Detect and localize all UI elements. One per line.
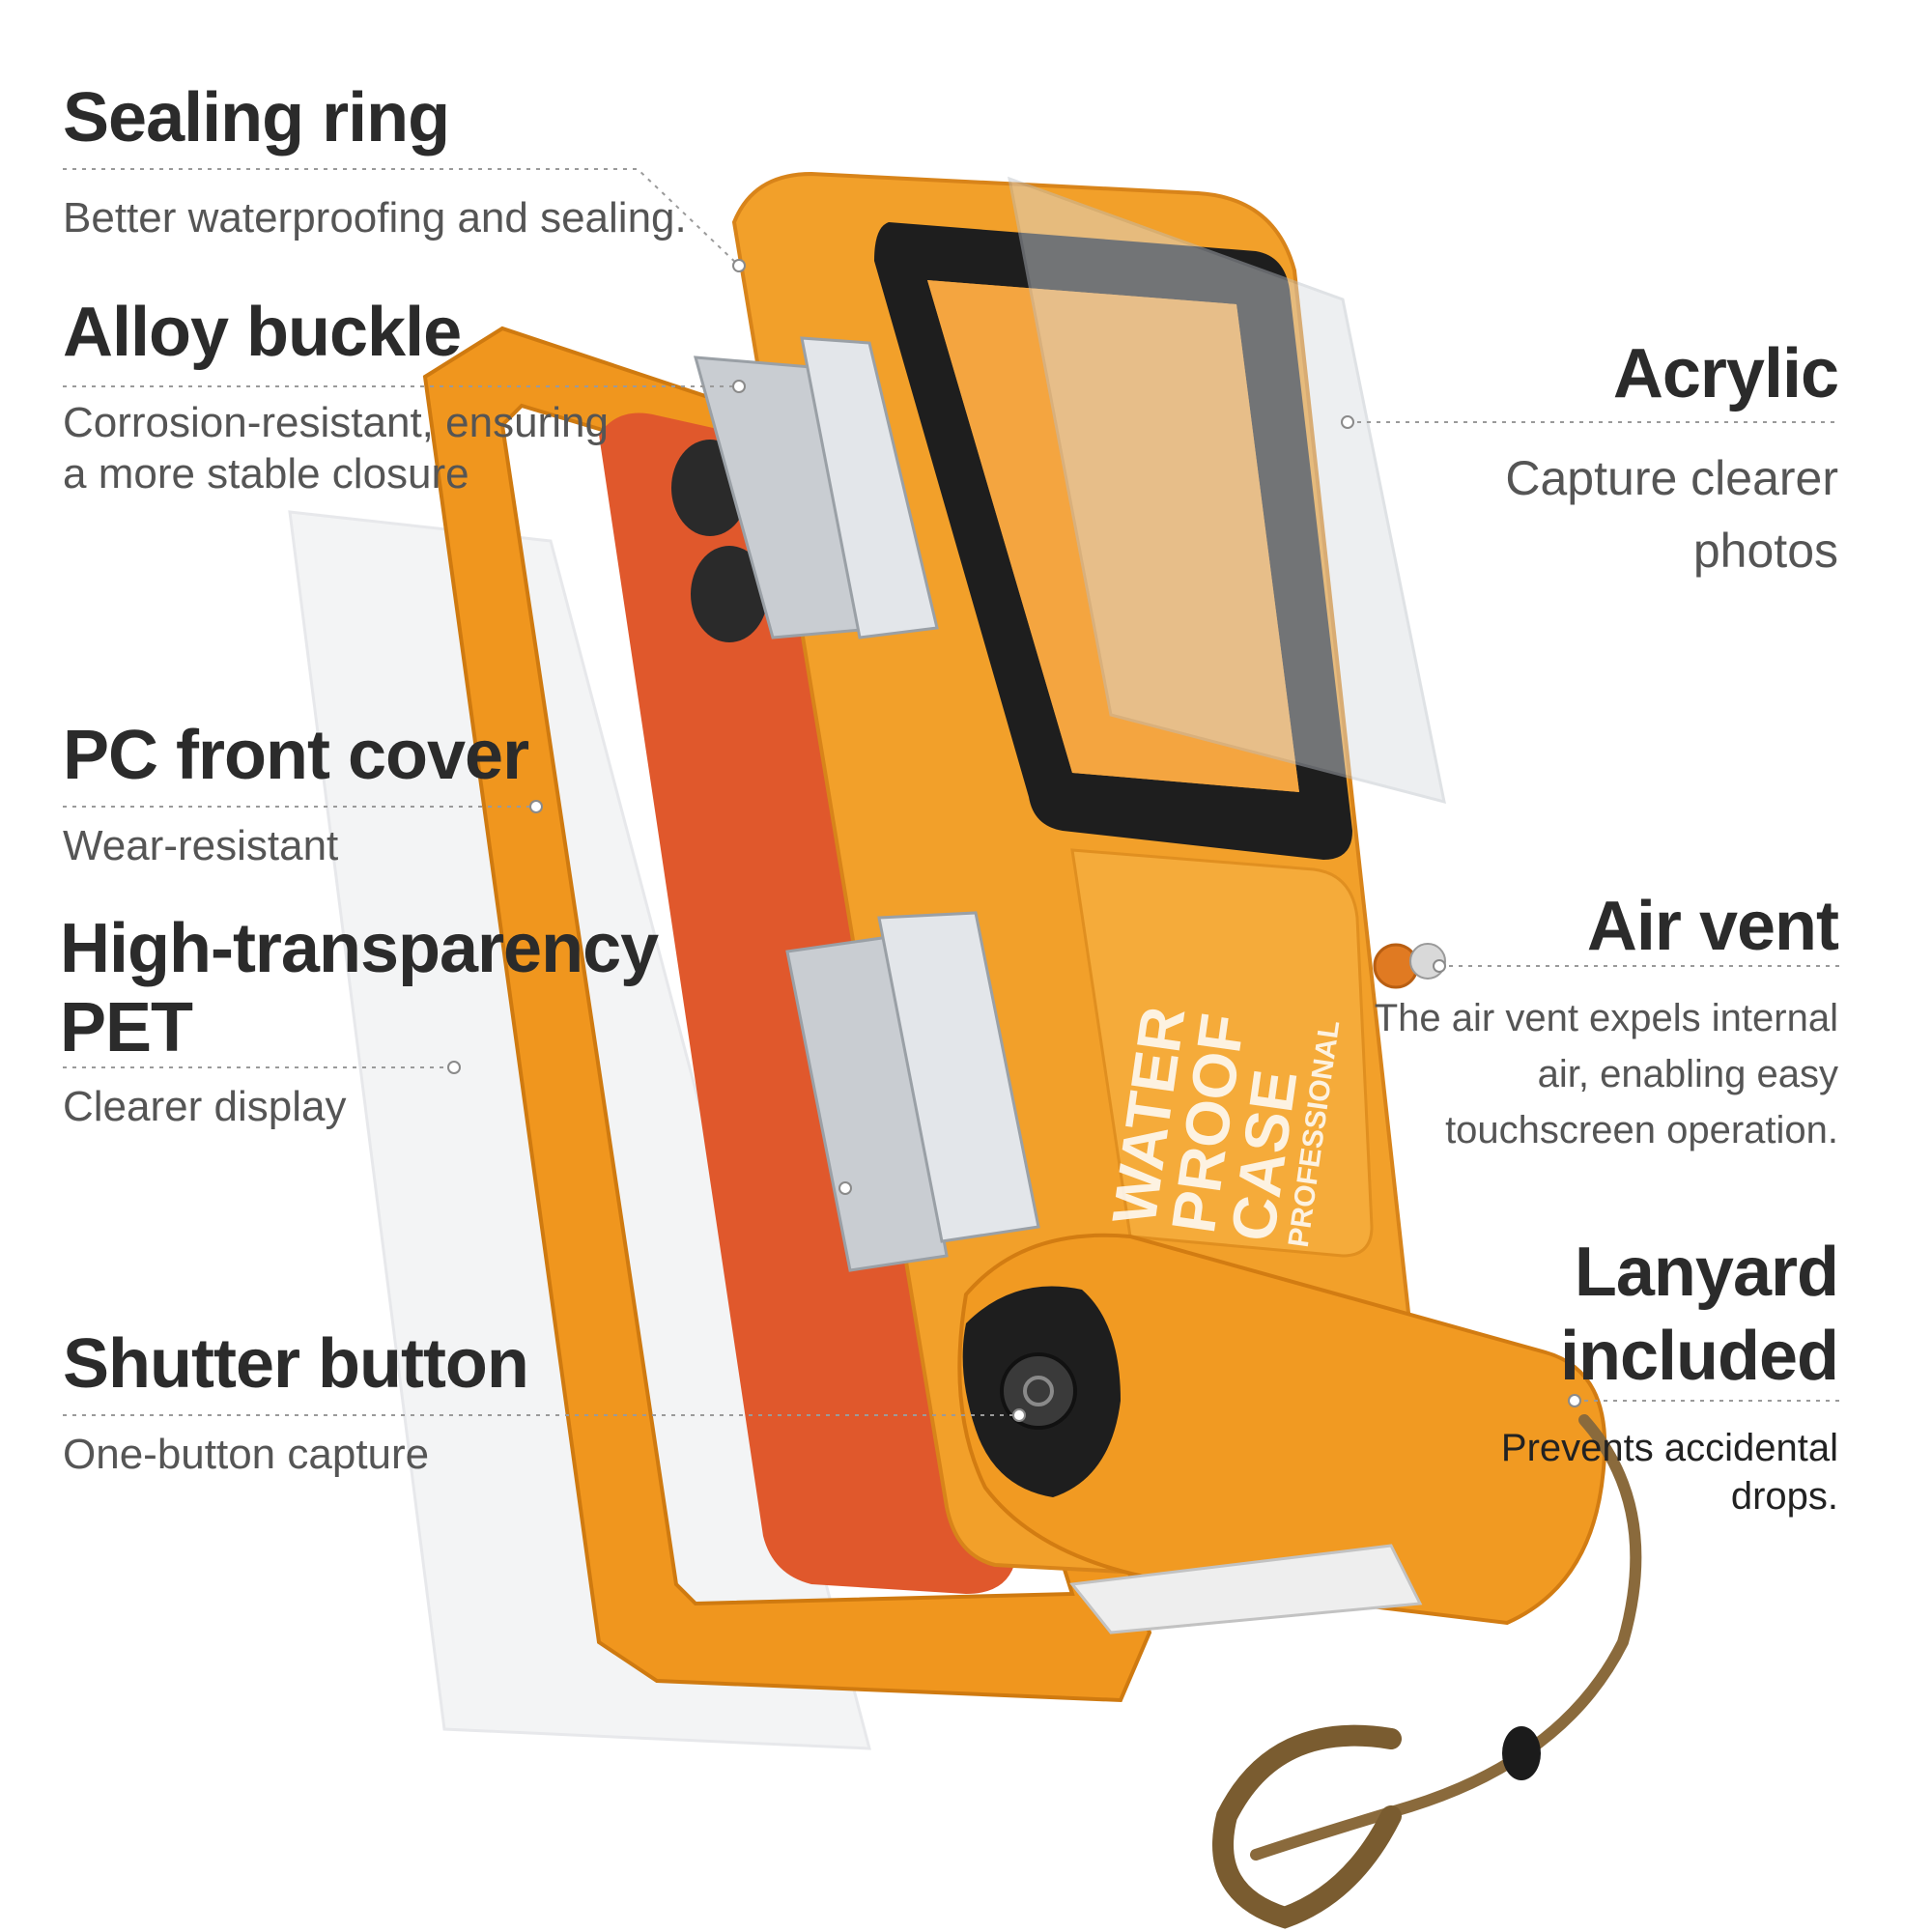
dot-air-vent [1433,959,1446,973]
label-lanyard-title-2: included [1559,1318,1839,1395]
label-acrylic-title: Acrylic [1612,335,1839,412]
label-sealing-ring-desc: Better waterproofing and sealing. [63,194,687,242]
label-pc-front-cover-desc: Wear-resistant [63,822,339,869]
label-pet-title-1: High-transparency [60,910,659,987]
camera-window-inner [927,280,1299,792]
callout-dots [447,259,1581,1422]
label-lanyard-title-1: Lanyard [1574,1234,1839,1311]
label-pc-front-cover-title: PC front cover [63,717,529,794]
alloy-buckle-top-plate [800,336,939,639]
dot-pc-front-cover [529,800,543,813]
grip-handle [957,1233,1607,1626]
callout-lines [63,168,1840,1416]
acrylic-sheet [1008,176,1446,805]
dot-alloy-buckle [732,380,746,393]
alloy-buckle-bottom [785,935,949,1272]
dot-shutter-button [1012,1408,1026,1422]
dot-lanyard [1568,1394,1581,1407]
dot-buckle-bottom [838,1181,852,1195]
label-acrylic-desc-2: photos [1692,524,1838,578]
label-lanyard-desc-2: drops. [1730,1475,1838,1518]
pc-front-frame [422,326,1152,1703]
label-alloy-buckle-title: Alloy buckle [63,294,462,371]
label-pet-title-2: PET [60,989,193,1066]
grip-bottom-plate [1069,1544,1423,1634]
dot-pet [447,1061,461,1074]
label-alloy-buckle-desc-2: a more stable closure [63,450,469,497]
label-air-vent-desc-3: touchscreen operation. [1445,1109,1838,1151]
leader-sealing-ring [63,168,740,267]
label-alloy-buckle-desc-1: Corrosion-resistant, ensuring [63,399,609,446]
label-acrylic-desc-1: Capture clearer [1505,451,1838,505]
phone-lens-2 [691,546,768,642]
lanyard-strap [1250,1414,1642,1861]
label-air-vent-title: Air vent [1586,888,1839,965]
label-air-vent-desc-1: The air vent expels internal [1374,997,1838,1039]
label-shutter-button-desc: One-button capture [63,1431,430,1478]
label-sealing-ring-title: Sealing ring [63,79,450,156]
shutter-camera-glyph [1023,1376,1054,1406]
label-lanyard-desc-1: Prevents accidental [1500,1427,1838,1469]
label-air-vent-desc-2: air, enabling easy [1537,1053,1838,1095]
lanyard-stopper [1502,1726,1541,1780]
dot-acrylic [1341,415,1354,429]
case-label-panel [1070,848,1374,1258]
alloy-buckle-bottom-plate [877,911,1040,1243]
label-pet-desc: Clearer display [63,1083,347,1130]
dot-sealing-ring [732,259,746,272]
sealing-ring [874,222,1352,860]
label-shutter-button-title: Shutter button [63,1325,529,1403]
lanyard-loop [1212,1724,1402,1929]
